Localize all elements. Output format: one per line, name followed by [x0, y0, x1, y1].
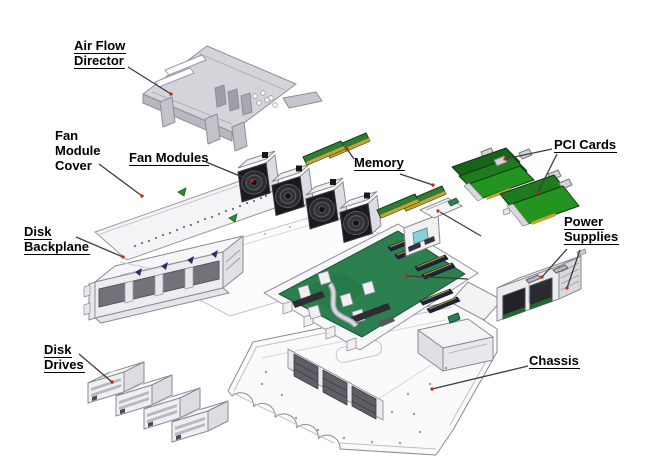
leader-fan-modules — [205, 161, 253, 182]
disk-drives-graphic — [87, 361, 229, 443]
disk-backplane-graphic — [83, 235, 244, 324]
fan-modules-graphic — [237, 150, 382, 243]
chassis-screw-holes — [260, 366, 448, 445]
leader-pci-cards-left — [504, 148, 553, 160]
backplane-clips — [135, 250, 218, 276]
pci-cards-graphic — [451, 147, 580, 227]
power-supplies-graphic — [496, 248, 587, 322]
callout-memory: Memory — [354, 155, 405, 171]
psu-handle — [552, 264, 569, 274]
leader-chassis — [431, 365, 529, 390]
callout-chassis: Chassis — [529, 353, 580, 369]
callout-fan-module-cover: Fan Module Cover — [55, 128, 101, 173]
riser-card-graphic — [418, 197, 464, 219]
leader-disk-drives — [78, 353, 113, 383]
cover-latch-clip — [228, 213, 238, 223]
cover-vent-holes — [133, 194, 268, 248]
leader-pci-cards-right — [537, 153, 558, 193]
memory-dimms-graphic — [302, 132, 447, 219]
callout-pci-cards: PCI Cards — [554, 137, 618, 153]
leader-power-supply-right — [566, 249, 581, 289]
callout-tip-markers — [110, 92, 569, 391]
leader-air-flow-director — [127, 66, 172, 95]
callout-disk-drives: Disk Drives — [44, 342, 85, 373]
callout-fan-modules: Fan Modules — [129, 150, 210, 166]
leader-fan-module-cover — [98, 163, 143, 197]
leader-memory-upper — [346, 148, 355, 160]
chassis-graphic — [227, 300, 498, 456]
air-flow-director-graphic — [142, 45, 323, 152]
ribbon-cable — [328, 282, 358, 328]
callout-power-supplies: Power Supplies — [564, 214, 620, 245]
motherboard-graphic — [263, 214, 503, 352]
cover-latch-clip — [177, 187, 187, 197]
leader-lines — [75, 66, 581, 390]
leader-riser-card — [439, 211, 482, 237]
leader-disk-backplane — [75, 236, 124, 258]
callout-air-flow-director: Air Flow Director — [74, 38, 127, 69]
chassis-power-connector — [447, 312, 461, 324]
leader-memory-lower — [399, 173, 434, 186]
leader-motherboard — [407, 275, 469, 280]
callout-disk-backplane: Disk Backplane — [24, 224, 91, 255]
leader-power-supply-left — [541, 248, 568, 278]
